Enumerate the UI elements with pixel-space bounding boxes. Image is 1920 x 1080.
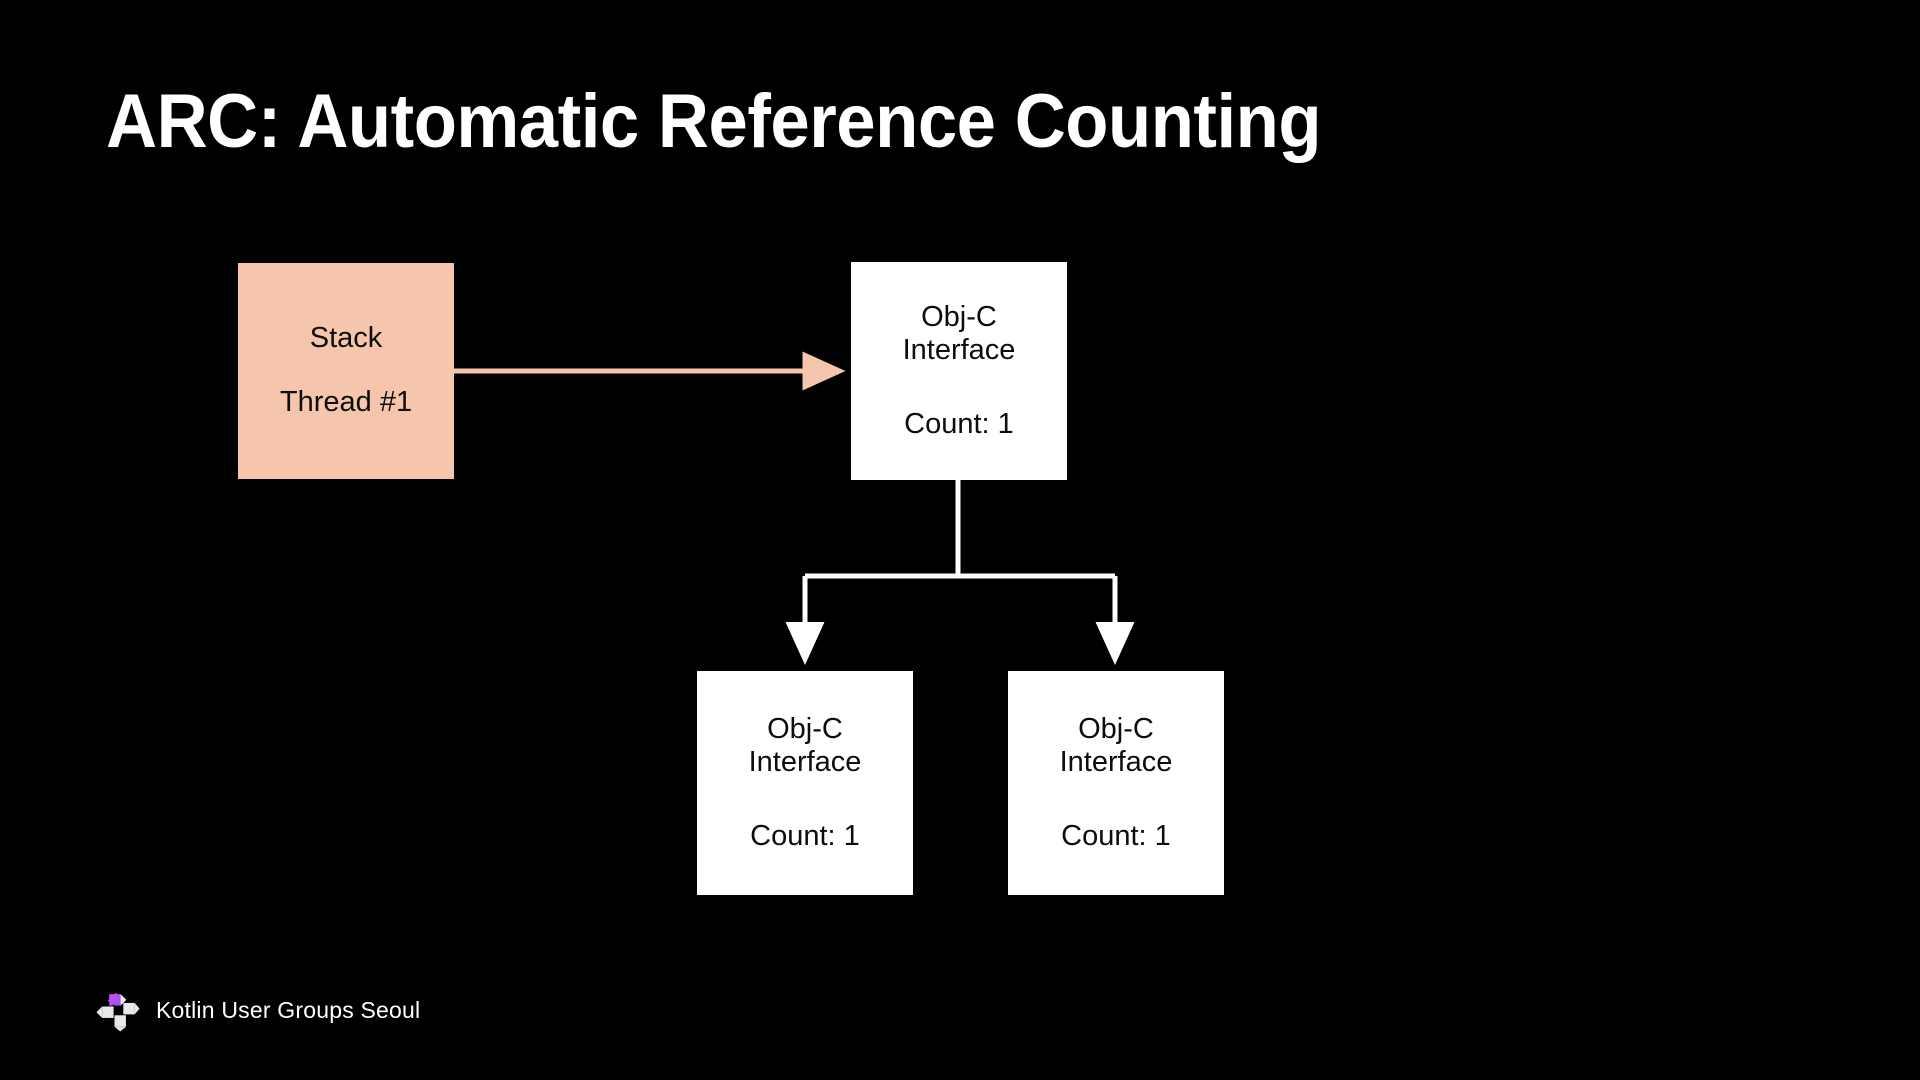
objc-interface-root-line1: Obj-C bbox=[921, 300, 997, 333]
objc-interface-child-left-title: Obj-C Interface bbox=[749, 713, 862, 780]
objc-interface-child-left-line2: Interface bbox=[748, 746, 862, 779]
footer-label: Kotlin User Groups Seoul bbox=[156, 996, 421, 1023]
objc-interface-child-left-count: Count: 1 bbox=[750, 819, 860, 852]
objc-interface-child-right-line2: Interface bbox=[1059, 746, 1173, 779]
stack-box-line2: Thread #1 bbox=[279, 386, 413, 418]
objc-interface-root-line2: Interface bbox=[902, 334, 1016, 367]
objc-interface-child-right-count: Count: 1 bbox=[1061, 819, 1171, 852]
objc-interface-child-right-line1: Obj-C bbox=[1078, 712, 1154, 745]
objc-interface-root: Obj-C Interface Count: 1 bbox=[851, 262, 1067, 480]
stack-box-line1: Stack bbox=[309, 322, 383, 355]
objc-interface-root-title: Obj-C Interface bbox=[903, 301, 1016, 368]
kotlin-user-groups-pinwheel-logo-icon bbox=[96, 992, 140, 1032]
objc-interface-root-count: Count: 1 bbox=[904, 407, 1014, 440]
page-title: ARC: Automatic Reference Counting bbox=[106, 79, 1322, 164]
footer: Kotlin User Groups Seoul bbox=[96, 988, 420, 1032]
objc-interface-child-left-line1: Obj-C bbox=[767, 712, 843, 745]
objc-interface-child-right-title: Obj-C Interface bbox=[1060, 713, 1173, 780]
objc-interface-child-right: Obj-C Interface Count: 1 bbox=[1008, 671, 1224, 895]
stack-box: Stack Thread #1 bbox=[238, 263, 454, 479]
objc-interface-child-left: Obj-C Interface Count: 1 bbox=[697, 671, 913, 895]
